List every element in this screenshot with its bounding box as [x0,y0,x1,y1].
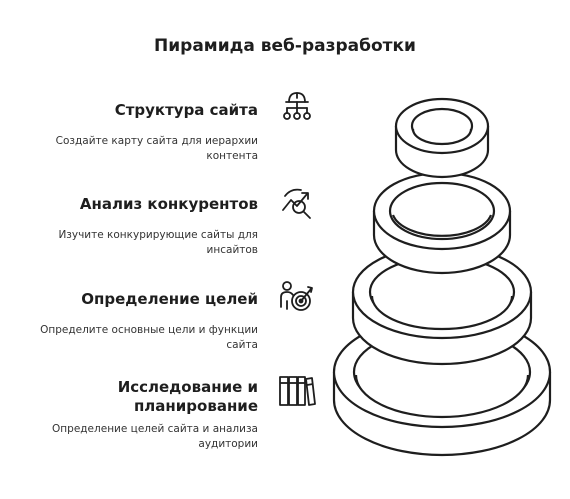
level-research: Исследование и планирование Определение … [18,378,258,452]
ring-goals [351,244,533,366]
ring-competitors [372,171,512,275]
level-structure: Структура сайта Создайте карту сайта для… [28,101,258,164]
books-icon [277,371,317,411]
level-goals: Определение целей Определите основные це… [28,290,258,353]
level-description: Создайте карту сайта для иерархии контен… [55,135,258,162]
level-competitors: Анализ конкурентов Изучите конкурирующие… [28,195,258,258]
level-title: Исследование и планирование [117,378,258,415]
person-target-icon [277,277,317,317]
level-title: Анализ конкурентов [79,195,258,213]
level-description: Изучите конкурирующие сайты для инсайтов [58,229,258,256]
trend-magnifier-icon [277,182,317,222]
level-description: Определите основные цели и функции сайта [40,324,258,351]
ring-structure [394,97,490,179]
ring-pyramid [332,97,552,457]
level-description: Определение целей сайта и анализа аудито… [52,423,258,450]
sitemap-hardhat-icon [277,86,317,126]
level-title: Определение целей [81,290,258,308]
level-title: Структура сайта [114,101,258,119]
diagram-title: Пирамида веб-разработки [154,36,416,56]
ring-research [332,315,552,457]
